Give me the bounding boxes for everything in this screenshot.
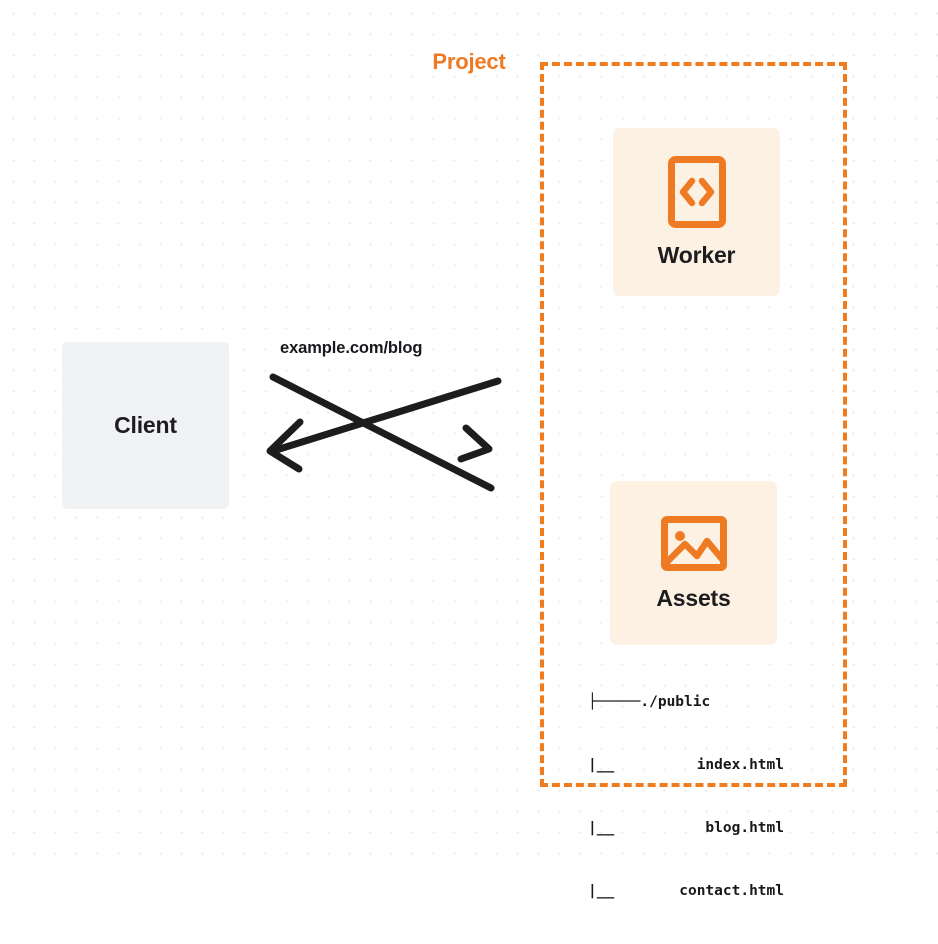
file-tree-branch: |__ xyxy=(588,757,615,773)
service-label-assets: Assets xyxy=(656,584,731,611)
service-label-worker: Worker xyxy=(657,242,736,268)
file-tree-filename: contact.html xyxy=(679,883,784,899)
edge-label-url: example.com/blog xyxy=(280,339,423,357)
code-brackets-icon xyxy=(667,156,726,228)
project-title: Project xyxy=(425,49,513,75)
request-arrow-icon xyxy=(269,373,495,492)
file-tree-root-branch: ├───── xyxy=(588,694,641,710)
client-label: Client xyxy=(114,412,177,438)
service-card-worker[interactable]: Worker xyxy=(613,128,780,296)
file-tree-item: |__ contact.html xyxy=(588,881,784,902)
file-tree-root-name: ./public xyxy=(640,694,711,710)
image-icon xyxy=(660,515,727,571)
file-tree-branch: |__ xyxy=(588,883,615,899)
file-tree-filename: blog.html xyxy=(705,820,784,836)
assets-file-tree: ├─────./public |__ index.html |__ blog.h… xyxy=(588,650,784,944)
request-response-arrows xyxy=(266,373,502,492)
file-tree-filename: index.html xyxy=(696,757,784,773)
diagram-canvas: Client example.com/blog Project Worker xyxy=(0,0,938,899)
file-tree-branch: |__ xyxy=(588,820,615,836)
file-tree-root-row: ├─────./public xyxy=(588,692,784,713)
client-node[interactable]: Client xyxy=(62,342,229,509)
service-card-assets[interactable]: Assets xyxy=(610,481,777,645)
response-arrow-icon xyxy=(266,377,502,473)
file-tree-item: |__ index.html xyxy=(588,755,784,776)
file-tree-item: |__ blog.html xyxy=(588,818,784,839)
project-container xyxy=(540,62,847,787)
